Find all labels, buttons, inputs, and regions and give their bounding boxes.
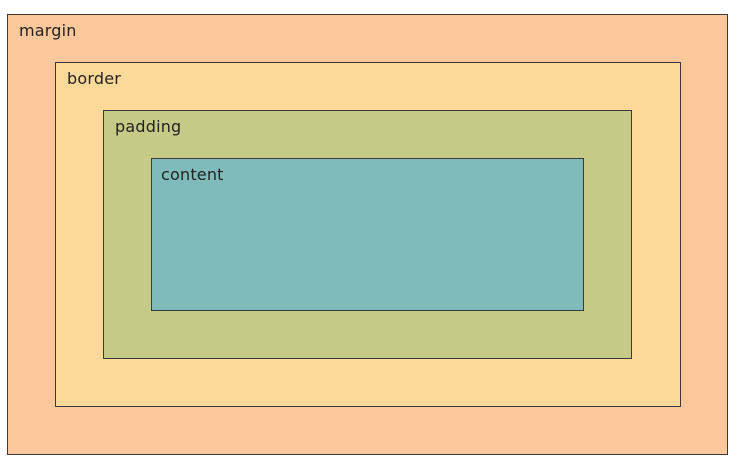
content-label: content bbox=[161, 165, 224, 184]
content-box bbox=[151, 158, 584, 311]
border-label: border bbox=[67, 69, 122, 88]
margin-label: margin bbox=[19, 21, 77, 40]
padding-label: padding bbox=[115, 117, 182, 136]
